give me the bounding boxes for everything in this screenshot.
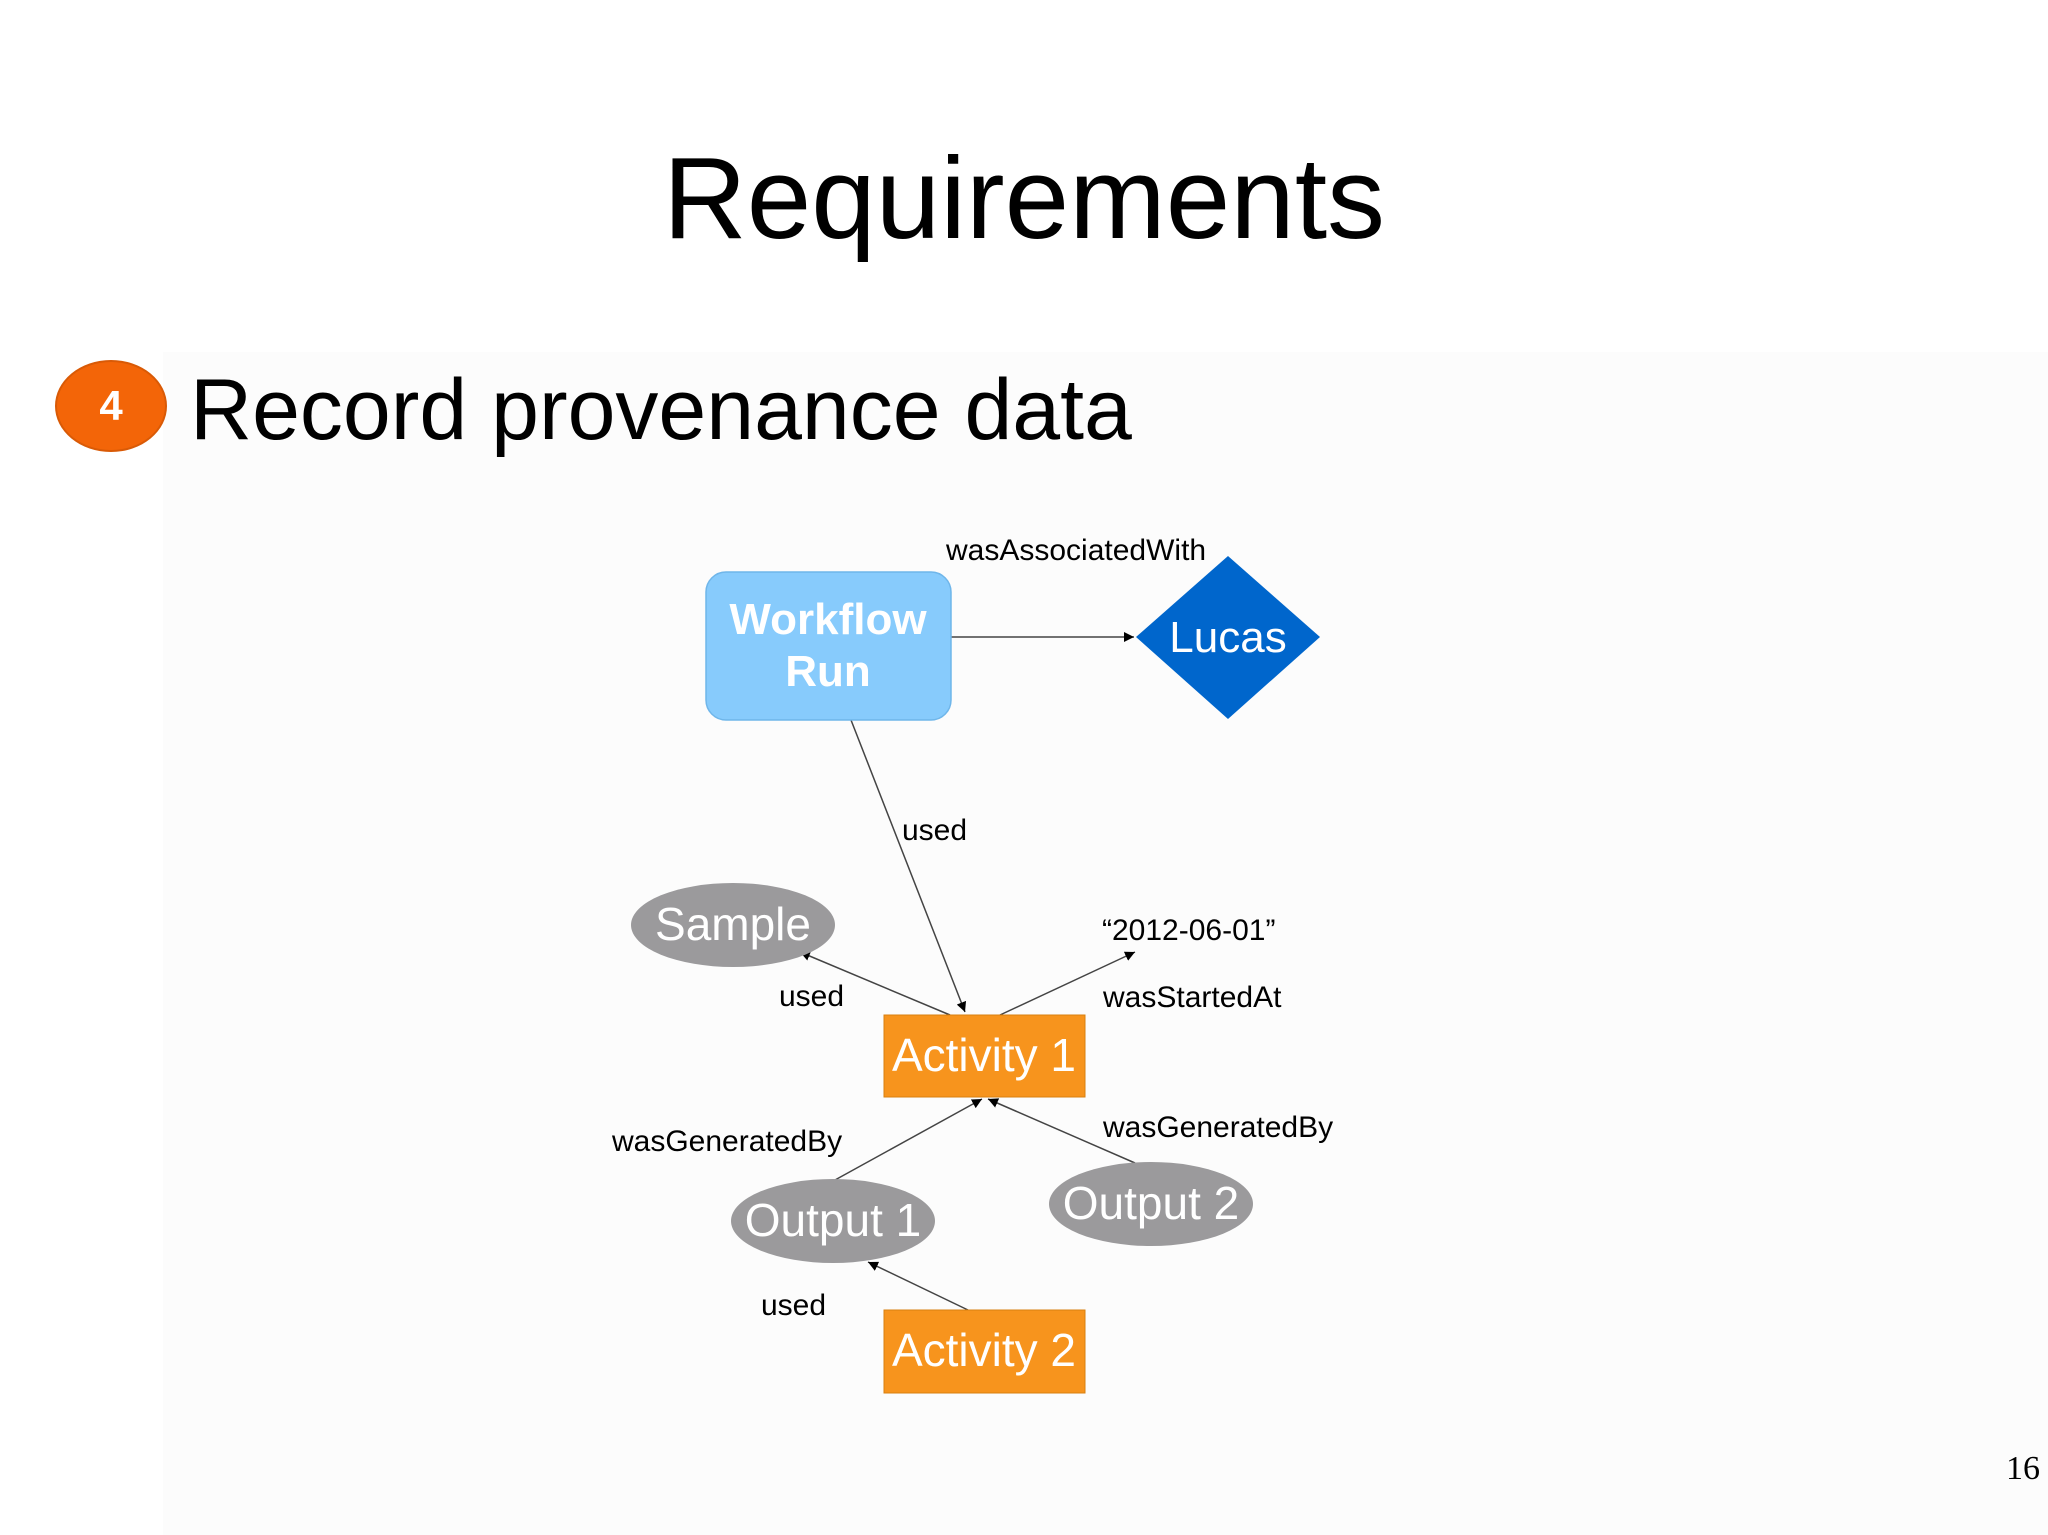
edge-activity2-used — [867, 1261, 969, 1311]
node-sample-label: Sample — [655, 898, 811, 950]
edge-was-started-at — [999, 951, 1136, 1016]
requirement-heading: Record provenance data — [190, 362, 1132, 458]
slide-background-panel — [163, 352, 2048, 1535]
edge-workflow-used — [850, 719, 967, 1013]
label-was-started-at: wasStartedAt — [1102, 981, 1282, 1014]
edge-sample-used — [799, 951, 951, 1016]
requirement-number-badge: 4 — [55, 360, 167, 452]
node-output-2-label: Output 2 — [1063, 1177, 1239, 1229]
node-lucas-label: Lucas — [1169, 613, 1286, 662]
node-output-1 — [731, 1179, 935, 1263]
node-output-2 — [1049, 1162, 1253, 1246]
label-was-associated-with: wasAssociatedWith — [945, 534, 1206, 567]
label-activity2-used: used — [761, 1289, 826, 1322]
slide-title: Requirements — [662, 133, 1386, 263]
edge-output1-generated-by — [834, 1098, 983, 1181]
edge-output2-generated-by — [987, 1098, 1136, 1164]
node-activity-2 — [883, 1309, 1086, 1394]
node-workflow-run — [705, 571, 952, 721]
node-activity-2-label: Activity 2 — [892, 1324, 1076, 1376]
node-workflow-run-label-2: Run — [785, 647, 871, 696]
label-workflow-used: used — [902, 814, 967, 847]
node-workflow-run-label-1: Workflow — [729, 595, 927, 644]
label-sample-used: used — [779, 980, 844, 1013]
node-activity-1 — [883, 1014, 1086, 1098]
node-output-1-label: Output 1 — [745, 1194, 921, 1246]
node-lucas — [1136, 556, 1320, 719]
node-activity-1-label: Activity 1 — [892, 1029, 1076, 1081]
label-output1-generated-by: wasGeneratedBy — [611, 1125, 842, 1158]
page-number: 16 — [2006, 1450, 2040, 1487]
label-output2-generated-by: wasGeneratedBy — [1102, 1111, 1333, 1144]
label-started-value: “2012-06-01” — [1102, 914, 1275, 947]
node-sample — [631, 883, 835, 967]
